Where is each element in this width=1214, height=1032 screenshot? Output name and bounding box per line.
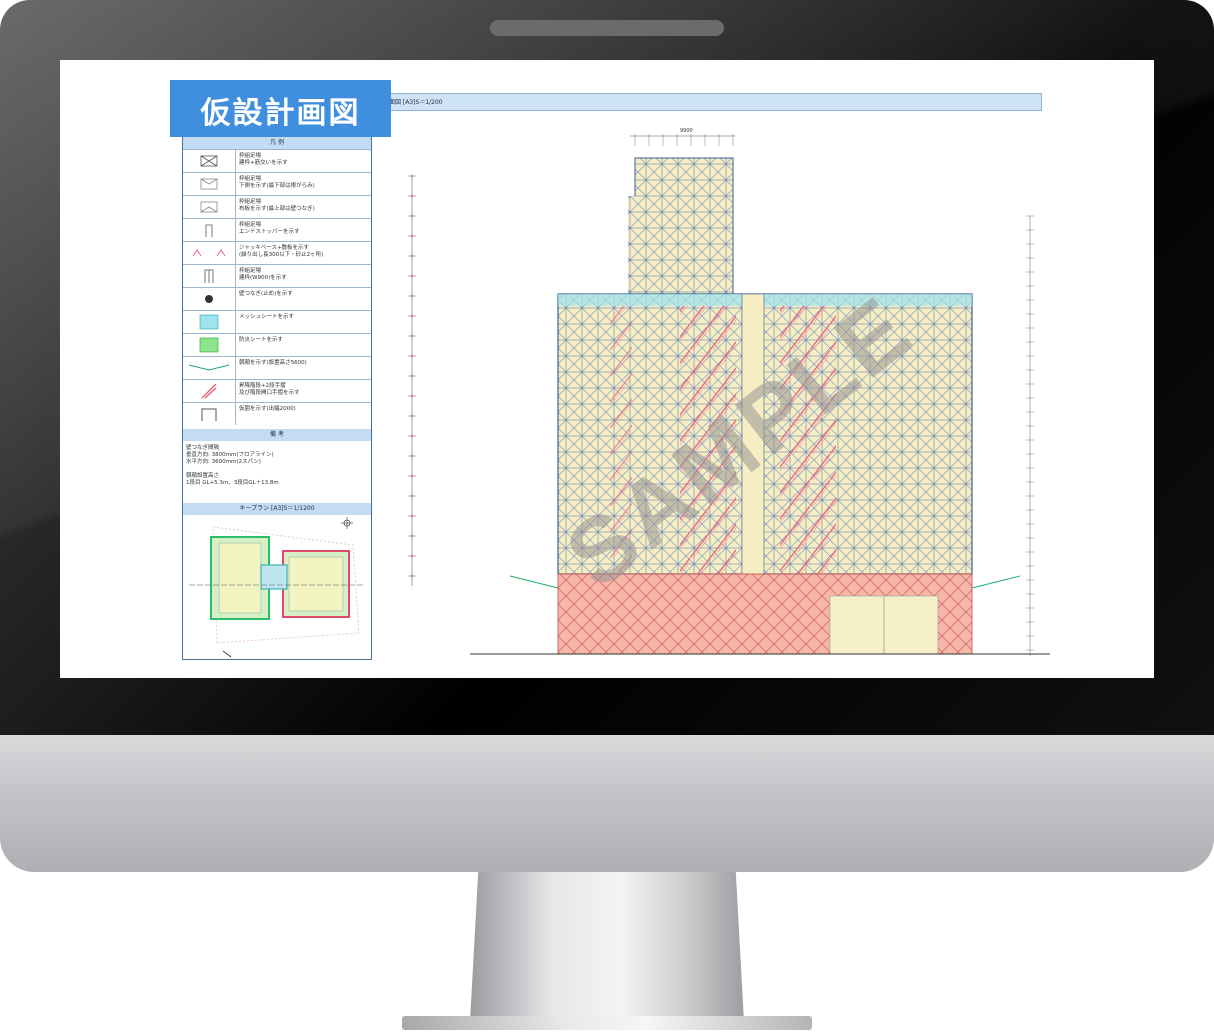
level-marker [411,515,413,517]
level-marker [411,335,413,337]
level-marker [411,535,413,537]
level-marker [411,315,413,317]
level-marker [411,275,413,277]
scaffold-upper-icon [183,196,236,218]
level-marker [411,255,413,257]
legend-item-label: 昇降階段+2段手摺 及び階段開口手摺を示す [239,383,300,396]
level-marker [411,575,413,577]
mesh-sheet-icon [183,311,236,333]
frame-width-icon [183,265,236,287]
drawing-title: 東立面図 [A3]S＝1/200 [377,99,443,106]
document-title: 仮設計画図 [200,96,361,131]
legend-item: 仮囲を示す(出幅2000) [183,402,371,425]
legend-item-label: 仮囲を示す(出幅2000) [239,406,296,412]
canopy-icon [183,357,236,379]
elevation-drawing: 9900 29520 58000 2スパン(開口)4スパン(開口)ボーダーパネル… [408,128,1050,656]
level-marker [411,555,413,557]
level-marker [411,375,413,377]
monitor-stand [470,872,744,1022]
legend-item: 枠組足場 下側を示す(最下部は根がらみ) [183,172,371,195]
level-marker [411,455,413,457]
scaffold-lower-icon [183,173,236,195]
monitor-foot [402,1016,812,1030]
legend-item-label: 枠組足場 建枠+筋交いを示す [239,153,288,166]
top-width-dim: 9900 [680,128,693,134]
drawing-title-bar: 東立面図 [A3]S＝1/200 [370,93,1042,111]
end-stopper-icon [183,219,236,241]
legend-item-label: 枠組足場 布板を示す(最上部は壁つなぎ) [239,199,315,212]
level-marker [411,195,413,197]
level-marker [411,395,413,397]
legend-item-label: メッシュシートを示す [239,314,295,320]
level-marker [411,475,413,477]
monitor-chin [0,735,1214,872]
legend-item-label: 枠組足場 建枠(W900)を示す [239,268,287,281]
legend-item: ジャッキベース+敷板を示す (繰り出し長300以下・砂止2ヶ所) [183,241,371,264]
legend-item-label: 枠組足場 下側を示す(最下部は根がらみ) [239,176,315,189]
legend-item: 枠組足場 布板を示す(最上部は壁つなぎ) [183,195,371,218]
level-marker [411,495,413,497]
document-title-box: 仮設計画図 [170,80,391,137]
level-marker [411,295,413,297]
legend-item-label: 朝顔を示す(設置高さ5600) [239,360,307,366]
legend-header: 凡 例 [183,137,371,149]
screen: 東立面図 [A3]S＝1/200 凡 例 枠組足場 建枠+筋交いを示す枠組足場 … [60,60,1154,678]
level-marker [411,175,413,177]
stairs-icon [183,380,236,402]
fire-sheet-icon [183,334,236,356]
legend-item-label: ジャッキベース+敷板を示す (繰り出し長300以下・砂止2ヶ所) [239,245,324,258]
level-marker [411,355,413,357]
legend-item: 防炎シートを示す [183,333,371,356]
legend-item: 昇降階段+2段手摺 及び階段開口手摺を示す [183,379,371,402]
legend-item: 朝顔を示す(設置高さ5600) [183,356,371,379]
scaffold-crossbrace-icon [183,150,236,172]
level-marker [411,435,413,437]
gate-icon [183,403,236,425]
jack-base-icon [183,242,236,264]
level-marker [411,215,413,217]
legend-panel: 凡 例 枠組足場 建枠+筋交いを示す枠組足場 下側を示す(最下部は根がらみ) 枠組… [182,136,372,660]
legend-item: 枠組足場 建枠+筋交いを示す [183,149,371,172]
legend-item-label: 防炎シートを示す [239,337,284,343]
camera-slot [490,20,724,36]
legend-item: 枠組足場 建枠(W900)を示す [183,264,371,287]
legend-item: メッシュシートを示す [183,310,371,333]
legend-item-label: 壁つなぎ(止め)を示す [239,291,293,297]
legend-item-label: 枠組足場 エンドストッパーを示す [239,222,300,235]
remarks-header: 備 考 [183,429,371,441]
legend-item: 壁つなぎ(止め)を示す [183,287,371,310]
legend-item: 枠組足場 エンドストッパーを示す [183,218,371,241]
wall-tie-icon [183,288,236,310]
remarks-text: 壁つなぎ間隔 垂直方向: 3800mm(フロアライン) 水平方向: 3600mm… [186,445,279,486]
keyplan-header: キープラン [A3]S＝1/1200 [183,503,371,515]
level-marker [411,415,413,417]
level-marker [411,235,413,237]
keyplan-drawing [189,517,365,658]
